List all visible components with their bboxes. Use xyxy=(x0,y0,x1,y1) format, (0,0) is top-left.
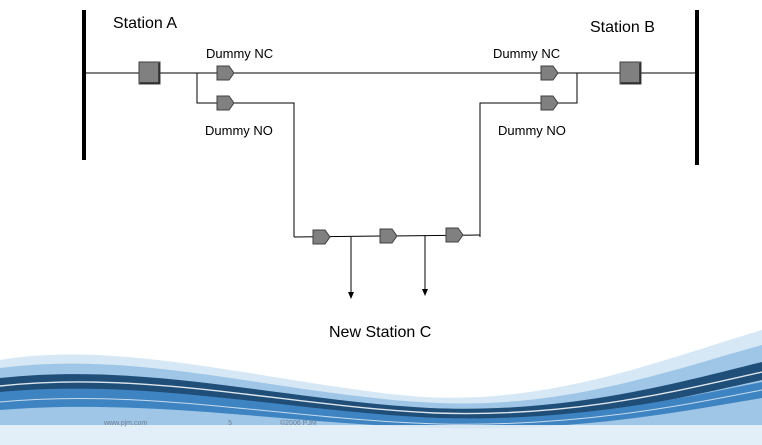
wave-dark-band xyxy=(0,362,762,421)
station-b-label: Station B xyxy=(590,19,655,36)
station-c-breaker-1 xyxy=(312,229,331,245)
dummy-no-right-switch xyxy=(540,95,559,111)
feeder-right-arrow xyxy=(422,289,428,296)
dummy-no-left-switch xyxy=(216,95,235,111)
station-c-breaker-3 xyxy=(445,227,464,243)
station-a-label: Station A xyxy=(113,15,178,32)
feeder-left-arrow xyxy=(348,292,354,299)
dummy-nc-right-label: Dummy NC xyxy=(493,46,561,61)
left-dummy-tap xyxy=(196,73,295,237)
breaker-station-a xyxy=(138,61,161,85)
footer-wave-decoration xyxy=(0,330,762,445)
station-c-breaker-2 xyxy=(379,228,398,244)
wave-white-streak xyxy=(0,371,762,415)
footer-url: www.pjm.com xyxy=(104,420,148,427)
breaker-station-b xyxy=(619,61,642,85)
footer-page-number: 5 xyxy=(228,420,232,427)
footer-light-strip xyxy=(0,425,762,445)
footer-copyright: ©2006 PJM xyxy=(280,420,317,427)
dummy-no-right-label: Dummy NO xyxy=(498,123,566,138)
wave-white-streak-2 xyxy=(0,389,762,425)
dummy-no-left-label: Dummy NO xyxy=(205,123,273,138)
wave-mid-band xyxy=(0,382,762,429)
station-c-label: New Station C xyxy=(329,324,432,341)
right-dummy-tap xyxy=(479,73,578,237)
dummy-nc-left-label: Dummy NC xyxy=(206,46,274,61)
dummy-nc-left-switch xyxy=(216,65,235,81)
dummy-nc-right-switch xyxy=(540,65,559,81)
